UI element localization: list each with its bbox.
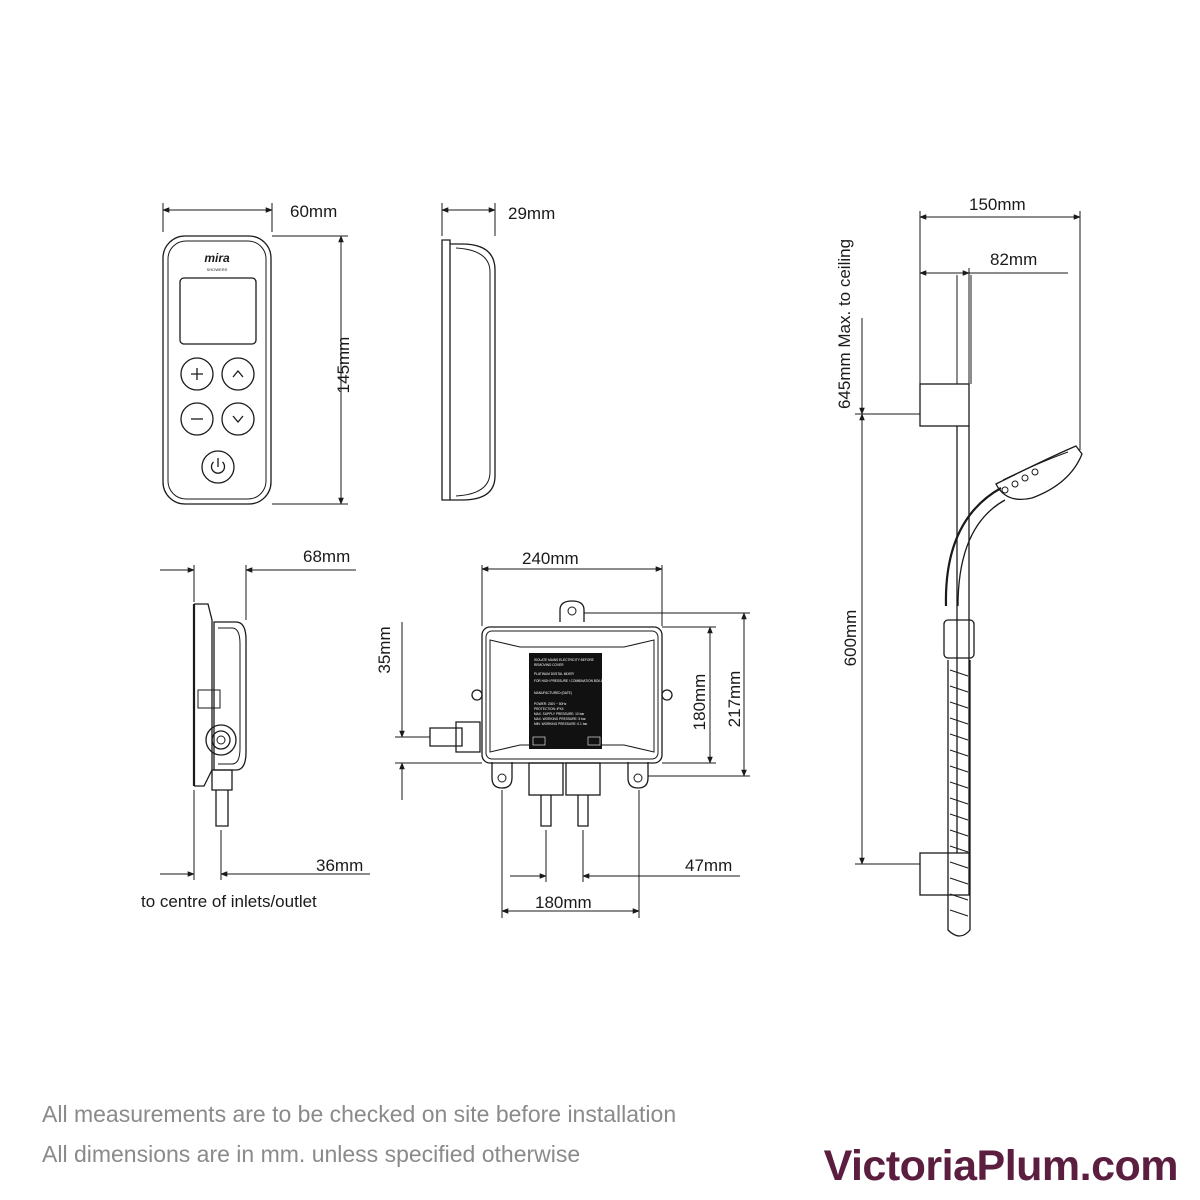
dimension-controller-width: 60mm [162,202,337,232]
dimension-unit-inlet-span: 180mm 47mm [501,790,740,918]
plus-button[interactable] [180,357,214,391]
mira-logo: mira [204,251,230,265]
label-240mm: 240mm [522,549,579,568]
label-29mm: 29mm [508,204,555,223]
svg-text:ISOLATE MAINS ELECTRICITY BEFO: ISOLATE MAINS ELECTRICITY BEFORE [534,658,594,662]
dimension-unit-inlet: 36mm to centre of inlets/outlet [141,790,370,911]
svg-text:PLATINUM DIGITAL MIXER: PLATINUM DIGITAL MIXER [534,672,574,676]
label-36mm: 36mm [316,856,363,875]
dimension-rail-projection: 150mm [919,195,1081,450]
label-600mm: 600mm [841,610,860,667]
rail-bottom-bracket [919,852,970,896]
mira-logo-sub: SHOWERS [207,267,228,272]
svg-text:POWER: 230V ~ 50Hz: POWER: 230V ~ 50Hz [534,702,567,706]
unit-side-view [192,603,247,827]
power-button[interactable] [201,450,235,484]
dimension-rail-offset: 82mm [919,250,1068,384]
display-screen [179,277,257,345]
svg-text:MAX. WORKING PRESSURE: 5 bar: MAX. WORKING PRESSURE: 5 bar [534,717,587,721]
up-button[interactable] [221,357,255,391]
dimension-controller-height: 145mm [272,235,353,505]
dimension-rail-ceiling: 645mm Max. to ceiling [835,239,920,415]
label-150mm: 150mm [969,195,1026,214]
label-47mm: 47mm [685,856,732,875]
controller-side-view [441,239,496,501]
brand-logo[interactable]: VictoriaPlum.com [823,1142,1179,1190]
note-check-on-site: All measurements are to be checked on si… [42,1101,677,1127]
dimension-unit-width: 240mm [481,549,663,626]
dimension-unit-depth: 68mm [160,547,356,620]
label-180mm-span: 180mm [535,893,592,912]
unit-front-view: ISOLATE MAINS ELECTRICITY BEFORE REMOVIN… [429,600,673,827]
controller-front-view: mira SHOWERS [162,235,272,505]
label-60mm: 60mm [290,202,337,221]
note-units: All dimensions are in mm. unless specifi… [42,1141,581,1167]
label-217mm: 217mm [725,671,744,728]
label-inlet-caption: to centre of inlets/outlet [141,892,317,911]
down-button[interactable] [221,402,255,436]
svg-text:MAX. SUPPLY PRESSURE: 10 bar: MAX. SUPPLY PRESSURE: 10 bar [534,712,585,716]
dimension-rail-length: 600mm [841,413,920,865]
shower-rail-view [919,275,1083,937]
label-180mm-body: 180mm [690,674,709,731]
label-35mm: 35mm [375,626,394,673]
dimension-controller-depth: 29mm [441,203,555,236]
svg-text:MIN. WORKING PRESSURE: 0.1 bar: MIN. WORKING PRESSURE: 0.1 bar [534,722,588,726]
shower-head [995,445,1083,501]
rail-top-bracket [919,383,970,427]
svg-text:FOR HIGH PRESSURE / COMBINATIO: FOR HIGH PRESSURE / COMBINATION BOILER [534,679,606,683]
label-68mm: 68mm [303,547,350,566]
dimension-unit-top-offset: 35mm [375,622,482,800]
label-82mm: 82mm [990,250,1037,269]
label-145mm: 145mm [334,337,353,394]
svg-text:PROTECTION: IPX4: PROTECTION: IPX4 [534,707,564,711]
svg-text:REMOVING COVER: REMOVING COVER [534,663,564,667]
slider-bracket [943,619,975,659]
dimension-unit-total-height: 217mm [584,612,750,777]
svg-text:MANUFACTURED (DATE): MANUFACTURED (DATE) [534,691,572,695]
minus-button[interactable] [180,402,214,436]
dimension-unit-body-height: 180mm [662,626,716,764]
label-645mm: 645mm Max. to ceiling [835,239,854,409]
